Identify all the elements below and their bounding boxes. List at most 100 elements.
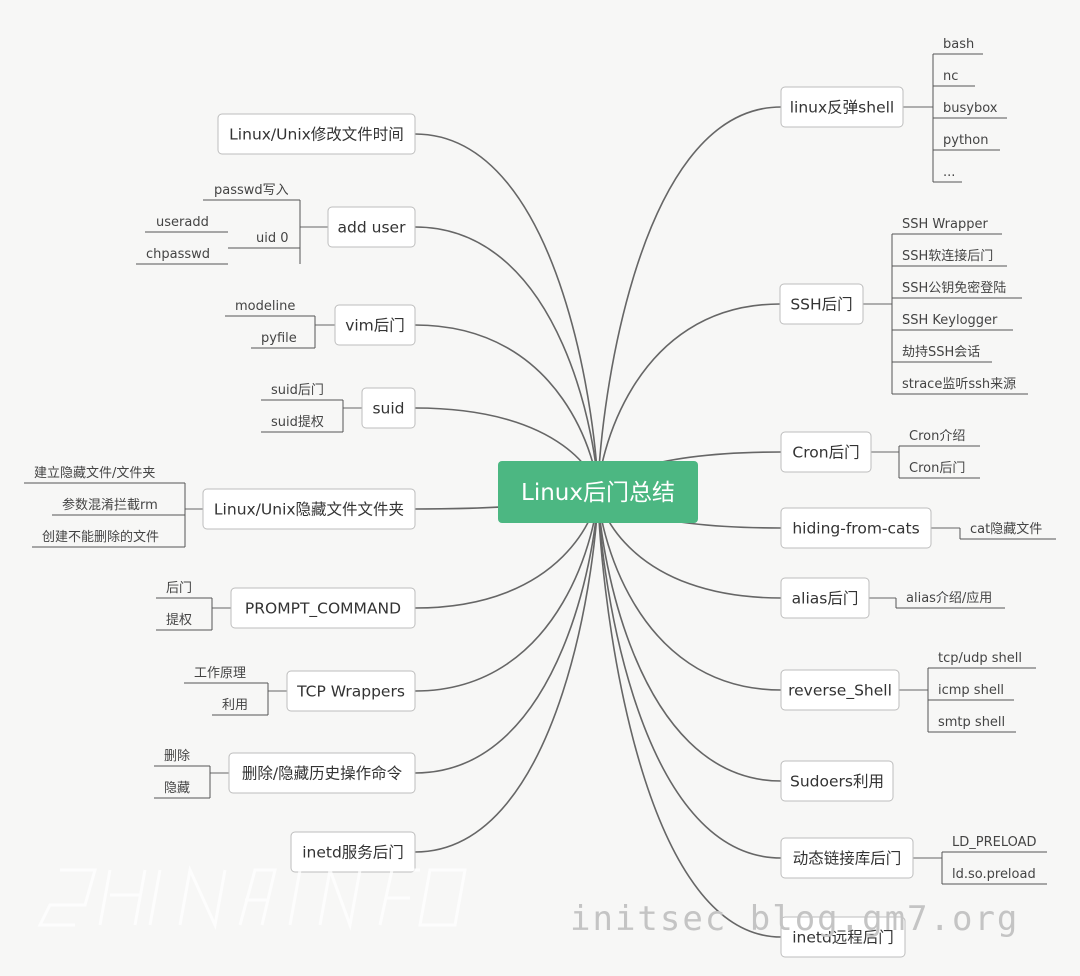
left-branch-1-box [217,113,416,155]
left-branch-1-node[interactable]: Linux/Unix修改文件时间 [217,113,416,155]
left-branch-2-leaf-1[interactable]: passwd写入 [203,183,300,201]
left-branch-7-label: TCP Wrappers [296,683,405,701]
leaf-label: 利用 [222,698,248,713]
left-branch-5-leaf-2[interactable]: 参数混淆拦截rm [52,497,185,516]
right-connector-9 [597,491,782,938]
right-branch-6-leaf-1[interactable]: tcp/udp shell [928,651,1036,669]
left-branch-6-leaf-2[interactable]: 提权 [156,612,212,631]
right-branch-2-leaf-1[interactable]: SSH Wrapper [892,217,1002,235]
right-branch-1-leaf-5[interactable]: ... [933,165,962,183]
left-branch-5-leaf-1[interactable]: 建立隐藏文件/文件夹 [24,466,185,484]
left-branch-9-box [290,831,416,873]
right-branch-6-node[interactable]: reverse_Shell [780,669,900,711]
right-branch-6-leaf-2[interactable]: icmp shell [928,683,1014,701]
left-branch-3-leaf-2[interactable]: pyfile [251,331,315,349]
right-branch-7-node[interactable]: Sudoers利用 [780,760,894,802]
leaf-label: SSH软连接后门 [902,248,993,264]
right-branch-2-leaf-6[interactable]: strace监听ssh来源 [892,377,1028,395]
right-branch-8-node[interactable]: 动态链接库后门 [780,837,914,879]
watermark-logo-stroke [37,868,97,927]
right-branch-2-leaf-5[interactable]: 劫持SSH会话 [892,345,992,363]
leaf-label: suid提权 [271,414,324,430]
left-branch-7-leaf-2[interactable]: 利用 [212,698,268,716]
right-connector-8 [597,491,782,859]
watermark-logo-stroke [288,869,302,926]
left-branch-4-box [361,387,416,429]
right-branch-4-label: hiding-from-cats [792,520,919,538]
left-branch-2-leaf-2[interactable]: useradd [145,215,228,233]
right-branch-9-label: inetd远程后门 [792,929,894,947]
left-branch-8-leaf-2[interactable]: 隐藏 [154,781,210,799]
right-branch-3-node[interactable]: Cron后门 [780,431,872,473]
left-branch-8-node[interactable]: 删除/隐藏历史操作命令 [228,752,416,794]
leaf-label: strace监听ssh来源 [902,377,1016,392]
right-branch-1-leaf-1[interactable]: bash [933,37,983,55]
right-branch-8-leaf-1[interactable]: LD_PRELOAD [942,835,1047,853]
central-node[interactable]: Linux后门总结 [498,461,698,523]
right-branch-8-label: 动态链接库后门 [793,850,902,868]
leaf-label: bash [943,37,974,52]
leaf-label: modeline [235,299,295,314]
right-branch-8-leaf-2[interactable]: ld.so.preload [942,867,1047,885]
right-branch-2-label: SSH后门 [790,296,852,314]
left-branch-4-leaf-1[interactable]: suid后门 [261,383,343,401]
right-branch-4-node[interactable]: hiding-from-cats [780,507,932,549]
left-branch-2-leaf-3[interactable]: uid 0 [228,231,300,249]
leaf-label: 工作原理 [194,666,246,681]
left-branch-4-label: suid [372,400,404,418]
left-branch-8-leaf-1[interactable]: 删除 [154,749,210,767]
left-branch-9-node[interactable]: inetd服务后门 [290,831,416,873]
left-branch-3-leaf-1[interactable]: modeline [225,299,315,317]
left-branch-5-label: Linux/Unix隐藏文件文件夹 [214,501,404,519]
leaf-label: useradd [156,215,209,230]
right-branch-9-node[interactable]: inetd远程后门 [780,916,906,958]
right-branch-2-leaf-3[interactable]: SSH公钥免密登陆 [892,280,1022,299]
right-branch-7-box [780,760,894,802]
leaf-label: 参数混淆拦截rm [62,497,158,513]
left-branch-5-node[interactable]: Linux/Unix隐藏文件文件夹 [202,488,416,530]
right-branch-3-leaf-1[interactable]: Cron介绍 [899,429,980,447]
leaf-label: SSH Wrapper [902,217,988,232]
right-branch-1-node[interactable]: linux反弹shell [780,86,904,128]
left-connector-9 [414,491,599,853]
right-branch-3-leaf-2[interactable]: Cron后门 [899,461,980,479]
watermark-logo-stroke [418,868,467,927]
right-branch-2-leaf-2[interactable]: SSH软连接后门 [892,248,1007,267]
leaf-label: pyfile [261,331,297,346]
left-branch-4-leaf-2[interactable]: suid提权 [261,414,343,433]
right-branch-2-node[interactable]: SSH后门 [779,283,864,325]
left-branch-6-leaf-1[interactable]: 后门 [156,581,212,599]
central-node-label: Linux后门总结 [521,480,675,506]
leaf-label: icmp shell [938,683,1004,698]
right-branch-6-leaf-3[interactable]: smtp shell [928,715,1016,733]
watermark-logo-stroke [238,868,277,926]
right-branch-4-leaf-1[interactable]: cat隐藏文件 [960,522,1056,540]
left-branch-9-label: inetd服务后门 [302,844,404,862]
right-branch-6-label: reverse_Shell [788,682,892,701]
left-branch-4-node[interactable]: suid [361,387,416,429]
right-branch-5-node[interactable]: alias后门 [780,577,870,619]
left-branch-7-leaf-1[interactable]: 工作原理 [184,666,268,684]
central-node-box [498,461,698,523]
right-branch-1-leaf-4[interactable]: python [933,133,1000,151]
leaf-label: passwd写入 [214,183,289,198]
left-branch-7-node[interactable]: TCP Wrappers [286,670,416,712]
right-branch-1-leaf-2[interactable]: nc [933,69,975,87]
left-branch-5-leaf-3[interactable]: 创建不能删除的文件 [32,529,185,548]
left-branch-2-leaf-4[interactable]: chpasswd [136,247,228,265]
left-branch-6-node[interactable]: PROMPT_COMMAND [230,587,416,629]
left-branch-2-label: add user [338,219,407,237]
left-branch-6-box [230,587,416,629]
leaf-label: ... [943,165,955,180]
leaf-label: 提权 [166,612,192,628]
right-branch-5-leaf-1[interactable]: alias介绍/应用 [896,590,1005,609]
right-branch-6-box [780,669,900,711]
right-branch-1-leaf-3[interactable]: busybox [933,101,1007,119]
left-branch-3-node[interactable]: vim后门 [334,304,416,346]
leaf-label: SSH Keylogger [902,313,998,328]
left-branch-1-label: Linux/Unix修改文件时间 [229,126,404,144]
leaf-label: nc [943,69,958,84]
leaf-label: 创建不能删除的文件 [42,529,159,545]
left-branch-2-node[interactable]: add user [327,206,416,248]
right-branch-2-leaf-4[interactable]: SSH Keylogger [892,313,1013,331]
